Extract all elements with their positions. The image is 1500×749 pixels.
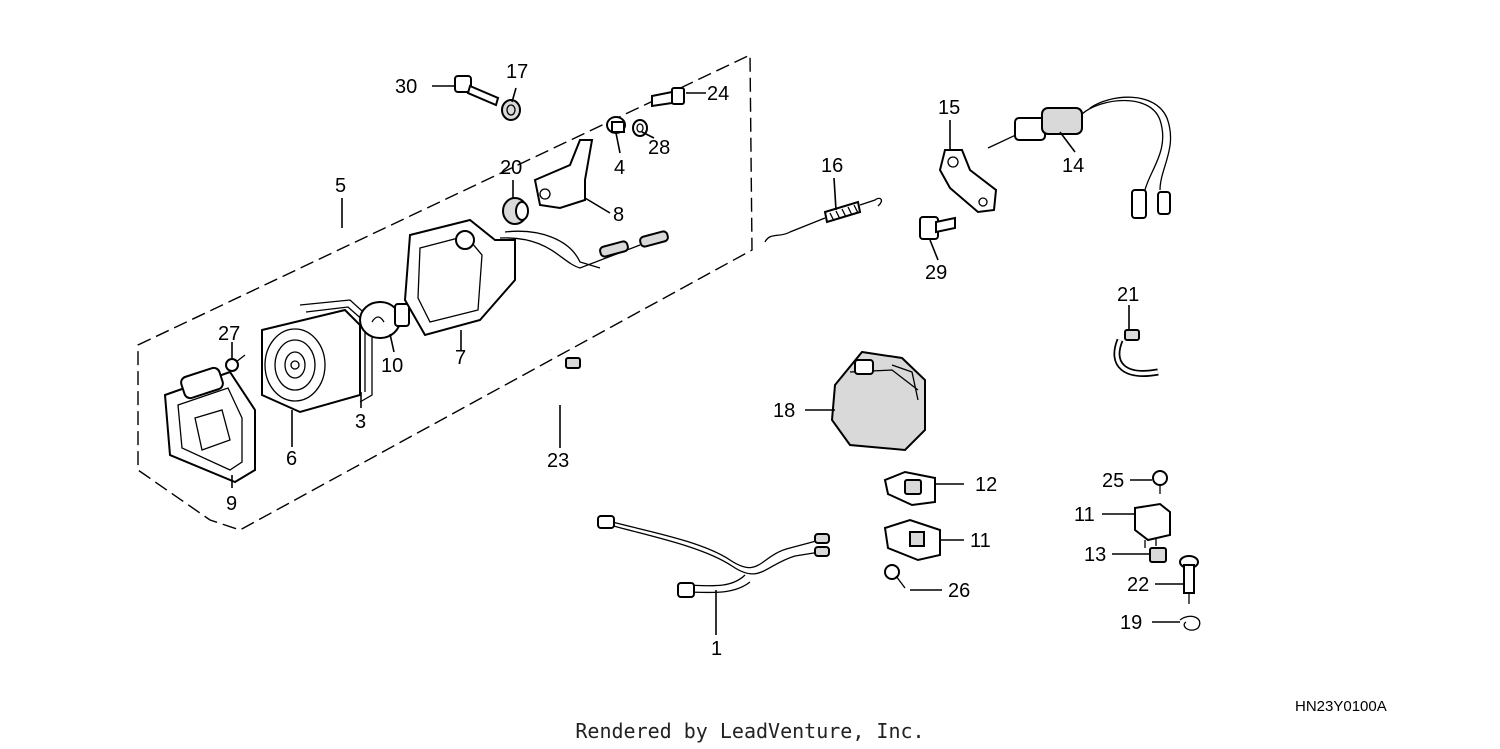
callout-3: 3 (355, 411, 366, 433)
part-17-nut[interactable] (501, 99, 521, 121)
part-23-clamp[interactable] (547, 357, 596, 407)
part-20-grommet[interactable] (502, 197, 529, 225)
callout-14: 14 (1062, 155, 1084, 177)
part-8-bracket[interactable] (533, 139, 594, 210)
callout-19: 19 (1120, 612, 1142, 634)
part-7-headlight-case[interactable] (403, 218, 669, 337)
part-30-flange-bolt[interactable] (454, 75, 500, 107)
callout-25: 25 (1102, 470, 1124, 492)
callout-11-right: 11 (1074, 504, 1095, 526)
part-13-nut[interactable] (1149, 547, 1167, 563)
callout-13: 13 (1084, 544, 1106, 566)
callout-9: 9 (226, 493, 237, 515)
part-19-clip[interactable] (1179, 615, 1201, 631)
part-11-relay-center[interactable] (883, 518, 941, 562)
callout-26: 26 (948, 580, 970, 602)
callout-10: 10 (381, 355, 403, 377)
part-1-wire-harness[interactable] (597, 515, 830, 598)
part-29-bolt[interactable] (919, 216, 956, 240)
callout-12: 12 (975, 474, 997, 496)
footer-credit: Rendered by LeadVenture, Inc. (575, 719, 924, 743)
part-24-bolt[interactable] (651, 87, 685, 108)
part-11-relay-right[interactable] (1134, 502, 1171, 548)
part-14-switch[interactable] (987, 96, 1172, 219)
callout-7: 7 (455, 347, 466, 369)
part-16-spring[interactable] (764, 197, 883, 243)
callout-6: 6 (286, 448, 297, 470)
part-9-headlight-rim[interactable] (163, 366, 256, 484)
part-27-screw[interactable] (225, 354, 246, 372)
part-4-collar[interactable] (606, 116, 626, 134)
callout-22: 22 (1127, 574, 1149, 596)
callout-27: 27 (218, 323, 240, 345)
callout-20: 20 (500, 157, 522, 179)
callout-21: 21 (1117, 284, 1139, 306)
part-10-bulb[interactable] (359, 301, 410, 339)
part-6-headlight-unit[interactable] (261, 308, 361, 414)
callout-11-center: 11 (970, 530, 991, 552)
callout-labels: 30 17 24 4 28 20 8 5 7 10 3 6 9 27 23 16… (218, 61, 1149, 660)
callout-17: 17 (506, 61, 528, 83)
callout-24: 24 (707, 83, 729, 105)
callout-18: 18 (773, 400, 795, 422)
leader-lines (231, 85, 1184, 635)
part-12-holder[interactable] (883, 470, 936, 507)
diagram-code: HN23Y0100A (1295, 698, 1387, 715)
part-15-plate[interactable] (938, 149, 998, 214)
callout-8: 8 (613, 204, 624, 226)
callout-29: 29 (925, 262, 947, 284)
callout-15: 15 (938, 97, 960, 119)
callout-16: 16 (821, 155, 843, 177)
part-18-cover[interactable] (830, 350, 926, 452)
part-26-screw[interactable] (884, 564, 906, 589)
part-22-pin[interactable] (1179, 555, 1199, 604)
callout-28: 28 (648, 137, 670, 159)
part-21-clip[interactable] (1113, 329, 1159, 377)
callout-1: 1 (711, 638, 722, 660)
callout-30: 30 (395, 76, 417, 98)
callout-4: 4 (614, 157, 625, 179)
callout-23: 23 (547, 450, 569, 472)
callout-5: 5 (335, 175, 346, 197)
part-25-screw[interactable] (1152, 470, 1168, 494)
